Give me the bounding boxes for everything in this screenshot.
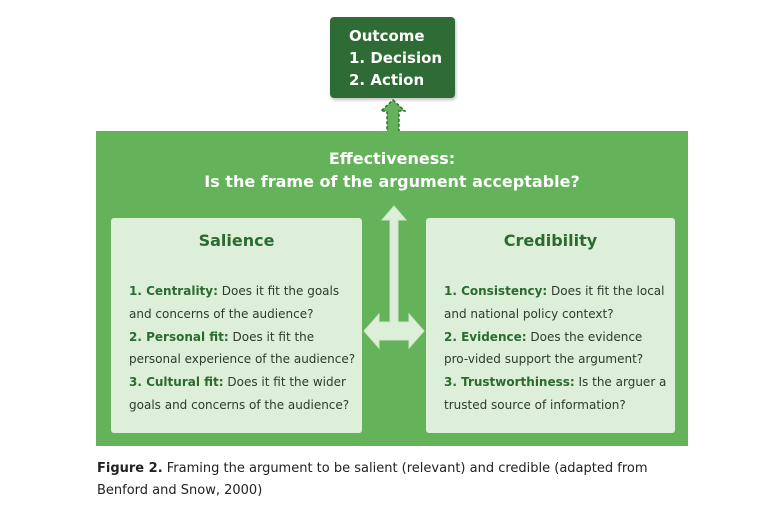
- effectiveness-panel: Effectiveness: Is the frame of the argum…: [96, 131, 688, 446]
- three-way-arrow-icon: [363, 205, 425, 350]
- credibility-item-text: Is the arguer a trusted source of inform…: [444, 375, 667, 412]
- salience-item-text: Does it fit the personal experience of t…: [129, 329, 356, 367]
- salience-item-label: 2. Personal fit:: [129, 329, 229, 344]
- credibility-title: Credibility: [503, 231, 598, 250]
- salience-item: 2. Personal fit: Does it fit the persona…: [129, 326, 356, 372]
- credibility-item-label: 3. Trustworthiness:: [444, 375, 575, 390]
- credibility-item: 1. Consistency: Does it fit the local an…: [444, 280, 669, 326]
- salience-item-label: 1. Centrality:: [129, 284, 218, 298]
- effectiveness-question: Is the frame of the argument acceptable?: [204, 172, 580, 191]
- salience-box: Salience 1. Centrality: Does it fit the …: [111, 218, 362, 433]
- salience-title: Salience: [198, 231, 275, 250]
- outcome-item-action: 2. Action: [349, 71, 425, 89]
- outcome-box: Outcome 1. Decision 2. Action: [330, 17, 455, 98]
- caption-text: Framing the argument to be salient (rele…: [97, 461, 648, 498]
- figure-caption: Figure 2. Framing the argument to be sal…: [97, 458, 697, 502]
- credibility-item-label: 1. Consistency:: [444, 284, 548, 298]
- credibility-item-text: Does it fit the local and national polic…: [444, 284, 665, 321]
- outcome-title: Outcome: [349, 27, 425, 45]
- caption-label: Figure 2.: [97, 461, 163, 476]
- credibility-box: Credibility 1. Consistency: Does it fit …: [426, 218, 675, 433]
- credibility-item-label: 2. Evidence:: [444, 329, 527, 344]
- effectiveness-line1: Effectiveness:: [328, 149, 456, 168]
- salience-item: 1. Centrality: Does it fit the goals and…: [129, 280, 356, 326]
- salience-item-text: Does it fit the goals and concerns of th…: [129, 284, 340, 321]
- up-arrow-icon: [380, 99, 406, 133]
- salience-item: 3. Cultural fit: Does it fit the wider g…: [129, 371, 356, 417]
- salience-items: 1. Centrality: Does it fit the goals and…: [129, 280, 356, 417]
- credibility-item-text: Does the evidence pro-vided support the …: [444, 329, 644, 367]
- credibility-items: 1. Consistency: Does it fit the local an…: [444, 280, 669, 417]
- salience-item-text: Does it fit the wider goals and concerns…: [129, 375, 350, 412]
- effectiveness-heading: Effectiveness: Is the frame of the argum…: [96, 147, 688, 193]
- credibility-item: 2. Evidence: Does the evidence pro-vided…: [444, 326, 669, 372]
- salience-item-label: 3. Cultural fit:: [129, 375, 224, 390]
- credibility-item: 3. Trustworthiness: Is the arguer a trus…: [444, 371, 669, 417]
- outcome-item-decision: 1. Decision: [349, 49, 443, 67]
